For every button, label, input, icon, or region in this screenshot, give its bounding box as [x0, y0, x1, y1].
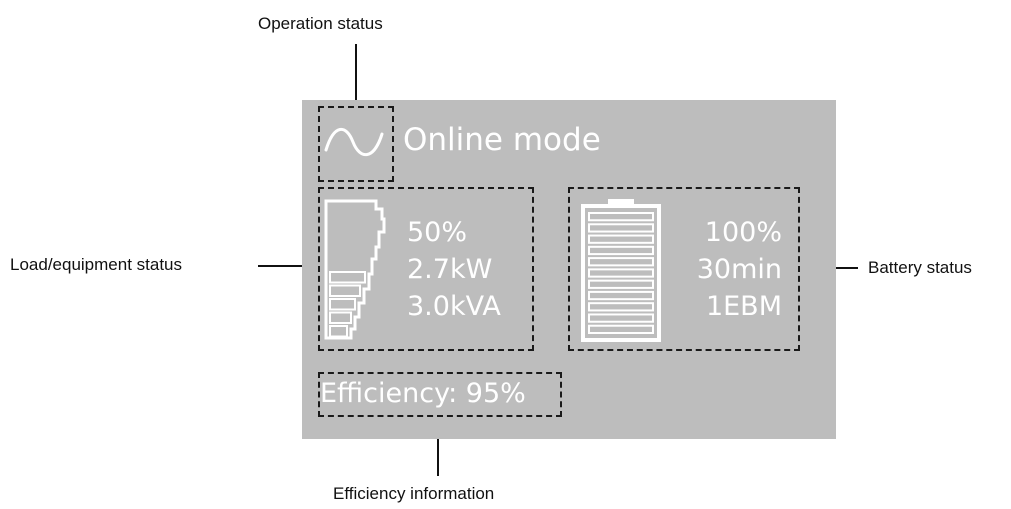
load-level-bar	[329, 271, 366, 284]
battery-charge-bar	[588, 212, 654, 222]
load-level-bar	[329, 311, 352, 324]
battery-charge-bar	[588, 302, 654, 312]
battery-charge-bar	[588, 234, 654, 244]
operation-status-leader	[355, 44, 357, 106]
efficiency-text: Efficiency: 95%	[320, 378, 526, 409]
battery-ebm: 1EBM	[705, 291, 782, 322]
mode-text: Online mode	[403, 122, 601, 158]
battery-charge-bar	[588, 313, 654, 323]
battery-charge-bar	[588, 257, 654, 267]
battery-runtime: 30min	[696, 254, 782, 285]
load-equipment-status-leader	[258, 265, 318, 267]
battery-charge-bar	[588, 324, 654, 335]
operation-status-zone	[318, 106, 394, 182]
load-status-zone	[318, 187, 534, 351]
load-level-icon	[324, 199, 386, 340]
efficiency-information-callout: Efficiency information	[333, 484, 495, 503]
load-power-kva: 3.0kVA	[407, 291, 501, 322]
load-level-bar	[329, 298, 356, 311]
battery-status-zone	[568, 187, 800, 351]
battery-charge-bar	[588, 245, 654, 256]
battery-charge-bar	[588, 268, 654, 278]
load-level-bar	[329, 325, 348, 338]
load-power-kw: 2.7kW	[407, 254, 493, 285]
battery-percent: 100%	[704, 217, 782, 248]
efficiency-information-leader	[437, 416, 439, 476]
battery-status-callout: Battery status	[868, 258, 972, 277]
battery-charge-bar	[588, 223, 654, 233]
operation-status-callout: Operation status	[258, 14, 383, 33]
lcd-display: Online mode 50% 2.7kW 3.0kVA 100% 30min …	[302, 100, 836, 439]
sine-wave-icon	[324, 128, 384, 156]
load-equipment-status-callout: Load/equipment status	[10, 255, 183, 274]
battery-charge-bar	[588, 290, 654, 301]
battery-icon	[581, 199, 661, 342]
efficiency-zone	[318, 372, 562, 417]
load-percent: 50%	[407, 217, 468, 248]
battery-charge-bar	[588, 279, 654, 289]
load-level-bar	[329, 284, 361, 297]
